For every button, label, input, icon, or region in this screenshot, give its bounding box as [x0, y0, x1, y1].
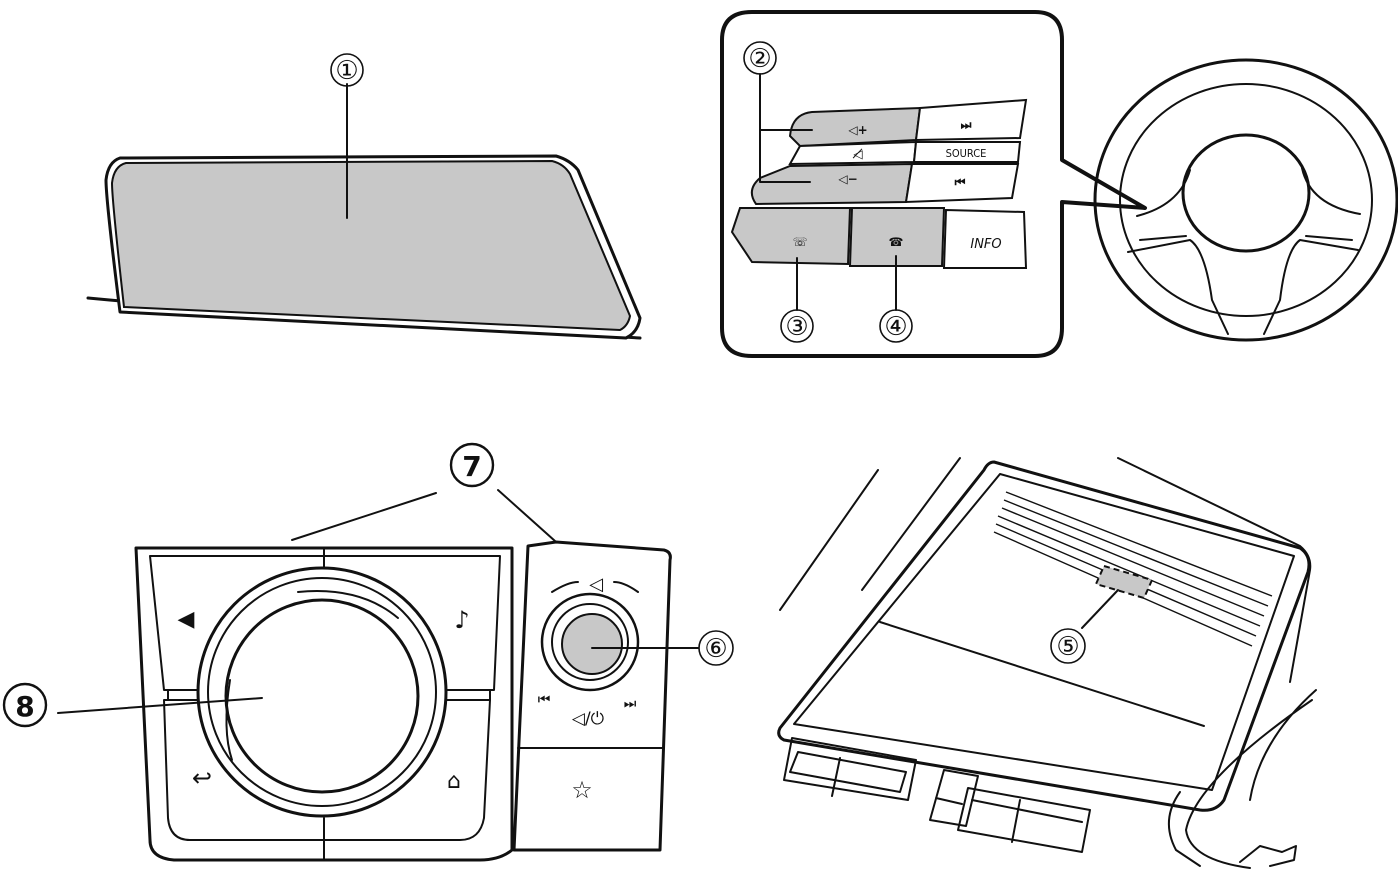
previous-track-icon: ⏮ [955, 175, 966, 189]
microphone [1094, 564, 1154, 600]
overhead-console [777, 460, 1311, 812]
microphone-grille [993, 491, 1273, 647]
knob-highlight-top [297, 590, 399, 619]
back-icon[interactable]: ↩ [192, 764, 212, 792]
leader-7b [497, 489, 556, 542]
callout-2-ring [743, 41, 777, 75]
voice-talk-icon: ☏ [792, 235, 807, 249]
info-label: INFO [970, 237, 1001, 252]
talk-button[interactable] [730, 207, 852, 266]
map-lamp-right[interactable] [957, 787, 1091, 853]
map-lamp-left[interactable] [783, 737, 917, 801]
previous-track-button[interactable] [904, 163, 1020, 204]
leader-8 [57, 697, 263, 714]
lower-trim-lines [1185, 689, 1317, 869]
steering-wheel [1093, 58, 1398, 342]
callout-4-ring [879, 309, 913, 343]
center-display-panel: ① [86, 53, 642, 340]
callout-2: ② [748, 44, 771, 74]
callout-1: ① [335, 56, 358, 86]
sunroof-switch[interactable] [929, 769, 979, 827]
volume-up-icon: ◁+ [847, 123, 867, 137]
mute-power-icon: ◁/⏻ [572, 709, 605, 729]
next-track-icon-2: ⏭ [624, 696, 637, 712]
volume-down-button[interactable] [750, 162, 914, 206]
callout-4: ④ [884, 312, 907, 342]
center-display[interactable] [110, 159, 632, 332]
navigation-icon[interactable]: ◀ [178, 607, 195, 632]
volume-up-button[interactable] [788, 106, 922, 148]
windshield-edge [1167, 791, 1201, 867]
leader-5 [1081, 589, 1119, 629]
console-divider [879, 621, 1205, 727]
hang-up-button[interactable] [848, 207, 946, 267]
overhead-console-inner [793, 473, 1295, 791]
leader-2b [759, 129, 811, 183]
callout-1-ring [330, 53, 364, 87]
volume-arc-marks [551, 581, 639, 593]
favorite-star-icon[interactable]: ☆ [571, 776, 593, 804]
callout-6: ⑥ [704, 634, 727, 664]
steering-switch-panel: ◁+ ⏭ ◁̸ SOURCE ◁− ⏮ ☏ ☎ INFO ② ③ ④ [720, 10, 1398, 358]
next-track-button[interactable] [914, 98, 1028, 142]
callout-5-ring [1050, 628, 1086, 664]
callout-5: ⑤ [1056, 632, 1079, 662]
callout-7-ring [449, 442, 495, 488]
info-button[interactable] [942, 208, 1028, 269]
callout-7: 7 [462, 450, 481, 483]
overhead-console-panel: ⑤ [777, 457, 1317, 869]
home-icon[interactable]: ⌂ [447, 769, 461, 794]
volume-knob[interactable] [561, 613, 623, 675]
previous-track-icon-2: ⏮ [538, 692, 551, 708]
leader-7a [291, 492, 437, 541]
commander-knob-ring [207, 577, 437, 807]
commander-knob[interactable] [224, 598, 420, 794]
hang-up-icon: ☎ [889, 235, 904, 249]
callout-3-ring [780, 309, 814, 343]
mute-icon: ◁̸ [852, 147, 862, 161]
roof-edge-lines [779, 457, 961, 611]
callout-8-ring [2, 682, 48, 728]
volume-down-icon: ◁− [837, 172, 857, 186]
commander-switch-panel: ◀ ♪ ↩ ⌂ ◁ ⏮ ⏭ ◁/⏻ ☆ 7 8 ⑥ [2, 442, 734, 862]
upper-panel-outline [149, 555, 501, 691]
mirror-mount [1239, 845, 1297, 867]
knob-highlight-left [225, 679, 233, 761]
callout-6-ring [698, 630, 734, 666]
source-button[interactable] [912, 141, 1022, 163]
source-label: SOURCE [946, 147, 987, 160]
volume-icon: ◁ [589, 574, 603, 595]
next-track-icon: ⏭ [961, 118, 972, 132]
music-icon[interactable]: ♪ [454, 606, 469, 634]
volume-knob-inner-ring [551, 603, 629, 681]
callout-8: 8 [15, 690, 34, 723]
callout-3: ③ [785, 312, 808, 342]
lower-panel-outline [163, 699, 491, 841]
